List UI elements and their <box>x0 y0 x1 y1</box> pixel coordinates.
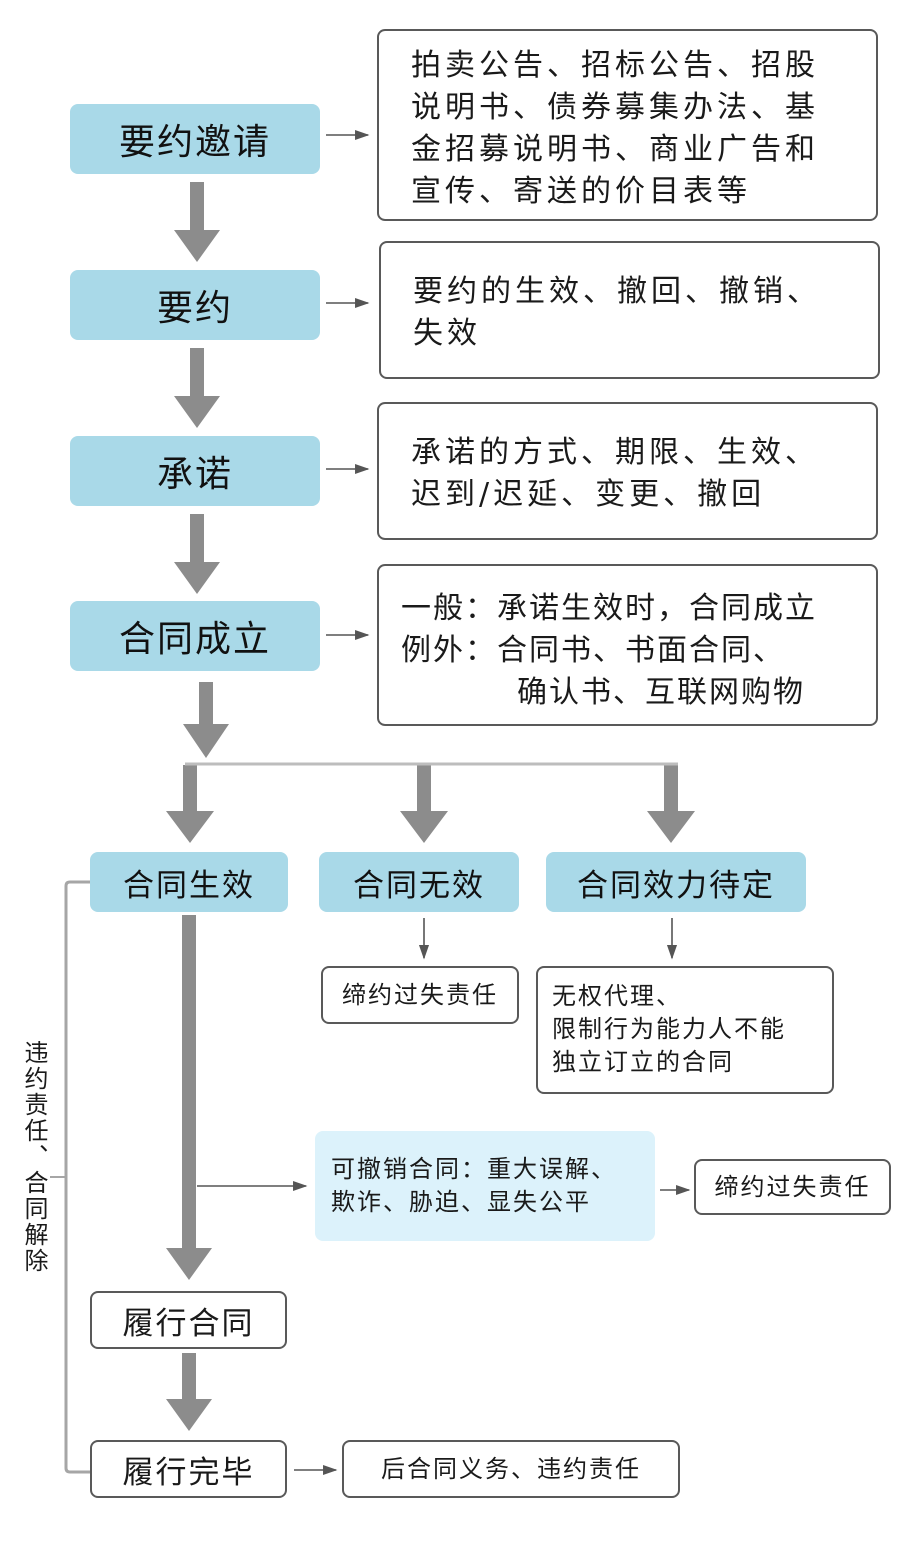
stage-label: 履行合同 <box>122 1305 255 1342</box>
note-offer: 要约的生效、撤回、撤销、 失效 <box>379 241 880 379</box>
note-line: 迟到/迟延、变更、撤回 <box>411 477 766 512</box>
note-post-contract: 后合同义务、违约责任 <box>342 1440 680 1498</box>
stage-contract-formed: 合同成立 <box>70 601 320 671</box>
stage-offer-invitation: 要约邀请 <box>70 104 320 174</box>
note-line: 独立订立的合同 <box>552 1048 734 1076</box>
note-line: 缔约过失责任 <box>342 980 498 1009</box>
stage-offer: 要约 <box>70 270 320 340</box>
note-line: 宣传、寄送的价目表等 <box>411 174 751 209</box>
stage-label: 合同无效 <box>353 867 485 904</box>
note-pending-cases: 无权代理、 限制行为能力人不能 独立订立的合同 <box>536 966 834 1094</box>
stage-label: 合同成立 <box>118 619 271 660</box>
stage-contract-effective: 合同生效 <box>90 852 288 912</box>
note-line: 拍卖公告、招标公告、招股 <box>411 48 819 83</box>
stage-label: 履行完毕 <box>122 1454 255 1491</box>
note-invalid-liability: 缔约过失责任 <box>321 966 519 1024</box>
note-line: 一般：承诺生效时，合同成立 <box>401 591 817 626</box>
note-line: 确认书、互联网购物 <box>517 675 805 710</box>
thick-arrows <box>166 182 695 1431</box>
note-line: 限制行为能力人不能 <box>552 1015 786 1043</box>
note-line: 无权代理、 <box>552 982 682 1010</box>
stage-contract-pending: 合同效力待定 <box>546 852 806 912</box>
note-line: 失效 <box>413 316 481 351</box>
note-line: 要约的生效、撤回、撤销、 <box>413 274 821 309</box>
thin-arrows <box>197 129 691 1476</box>
note-line: 例外：合同书、书面合同、 <box>401 633 785 668</box>
note-line: 后合同义务、违约责任 <box>381 1454 641 1483</box>
side-label-breach-termination: 违约责任、合同解除 <box>19 1040 49 1310</box>
note-line: 可撤销合同：重大误解、 <box>331 1155 617 1183</box>
stage-label: 要约邀请 <box>118 122 271 163</box>
note-revocable-liability: 缔约过失责任 <box>694 1159 891 1215</box>
note-line: 说明书、债券募集办法、基 <box>411 90 819 125</box>
note-line: 缔约过失责任 <box>714 1172 871 1201</box>
stage-acceptance: 承诺 <box>70 436 320 506</box>
stage-contract-invalid: 合同无效 <box>319 852 519 912</box>
note-acceptance: 承诺的方式、期限、生效、 迟到/迟延、变更、撤回 <box>377 402 878 540</box>
stage-perform-contract: 履行合同 <box>90 1291 287 1349</box>
note-offer-invitation: 拍卖公告、招标公告、招股 说明书、债券募集办法、基 金招募说明书、商业广告和 宣… <box>377 29 878 221</box>
stage-performance-complete: 履行完毕 <box>90 1440 287 1498</box>
note-contract-formed: 一般：承诺生效时，合同成立 例外：合同书、书面合同、 确认书、互联网购物 <box>377 564 878 726</box>
note-line: 金招募说明书、商业广告和 <box>411 132 819 167</box>
stage-label: 合同效力待定 <box>577 867 775 904</box>
stage-label: 要约 <box>156 288 233 329</box>
note-line: 承诺的方式、期限、生效、 <box>411 435 819 470</box>
stage-label: 承诺 <box>156 454 233 495</box>
note-line: 欺诈、胁迫、显失公平 <box>331 1188 591 1216</box>
note-revocable-contract: 可撤销合同：重大误解、 欺诈、胁迫、显失公平 <box>315 1131 655 1241</box>
stage-label: 合同生效 <box>123 867 255 904</box>
